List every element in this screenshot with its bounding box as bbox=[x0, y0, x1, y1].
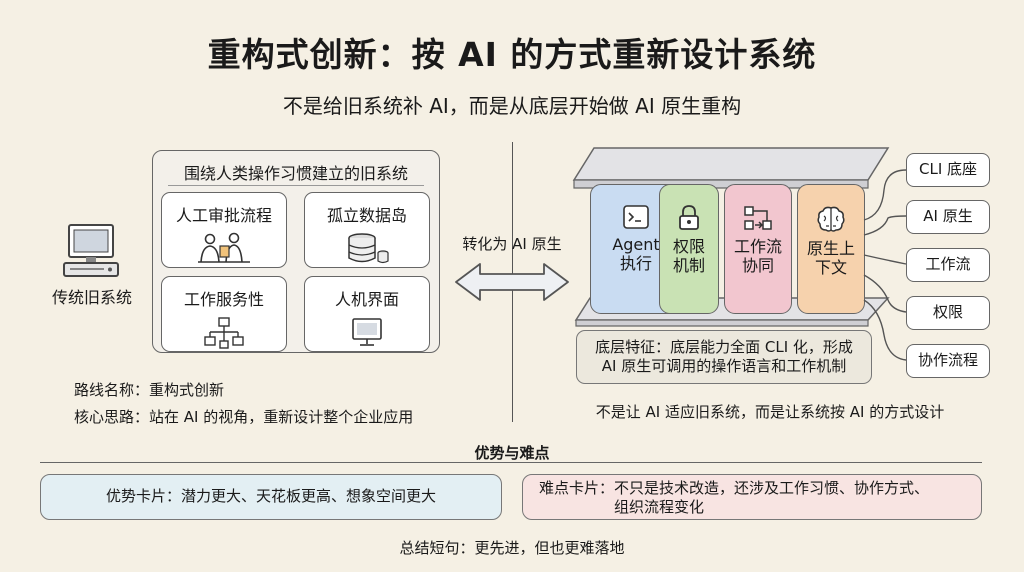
module-data-island: 孤立数据岛 bbox=[304, 192, 430, 268]
workflow-icon bbox=[744, 206, 772, 230]
module-work-service: 工作服务性 bbox=[161, 276, 287, 352]
side-label-workflow: 工作流 bbox=[906, 248, 990, 282]
section-divider bbox=[40, 462, 982, 463]
section-title: 优势与难点 bbox=[474, 444, 550, 462]
capability-native-context: 原生上 下文 bbox=[797, 184, 865, 314]
module-label: 人工审批流程 bbox=[175, 206, 272, 225]
module-label: 孤立数据岛 bbox=[326, 206, 407, 225]
capability-label-line1: 权限 bbox=[672, 237, 705, 256]
right-note: 不是让 AI 适应旧系统，而是让系统按 AI 的方式设计 bbox=[595, 403, 945, 421]
capability-label-line1: 工作流 bbox=[733, 237, 782, 256]
module-label: 工作服务性 bbox=[183, 290, 264, 309]
capability-label-line2: 协同 bbox=[741, 256, 774, 275]
legacy-panel-title: 围绕人类操作习惯建立的旧系统 bbox=[183, 164, 408, 183]
legacy-title-divider bbox=[168, 185, 424, 186]
module-human-interface: 人机界面 bbox=[304, 276, 430, 352]
bottom-feature-line1: 底层特征：底层能力全面 CLI 化，形成 bbox=[595, 338, 853, 356]
capability-label-line2: 执行 bbox=[619, 254, 652, 273]
bottom-feature-box: 底层特征：底层能力全面 CLI 化，形成 AI 原生可调用的操作语言和工作机制 bbox=[576, 330, 872, 384]
advantage-card: 优势卡片：潜力更大、天花板更高、想象空间更大 bbox=[40, 474, 502, 520]
difficulty-card: 难点卡片：不只是技术改造，还涉及工作习惯、协作方式、 组织流程变化 bbox=[522, 474, 982, 520]
page-title: 重构式创新：按 AI 的方式重新设计系统 bbox=[207, 35, 817, 74]
double-arrow-icon bbox=[455, 263, 569, 301]
side-label-cli-base: CLI 底座 bbox=[906, 153, 990, 187]
module-label: 人机界面 bbox=[334, 290, 399, 309]
capability-label-line1: Agent bbox=[612, 235, 660, 254]
difficulty-line2: 组织流程变化 bbox=[614, 498, 705, 516]
top-slab bbox=[572, 147, 890, 189]
side-label-collaboration: 协作流程 bbox=[906, 344, 990, 378]
difficulty-line1: 难点卡片：不只是技术改造，还涉及工作习惯、协作方式、 bbox=[539, 479, 930, 497]
page-subtitle: 不是给旧系统补 AI，而是从底层开始做 AI 原生重构 bbox=[282, 94, 742, 118]
transform-label: 转化为 AI 原生 bbox=[462, 235, 562, 253]
brain-icon bbox=[817, 206, 845, 232]
core-idea: 核心思路：站在 AI 的视角，重新设计整个企业应用 bbox=[74, 408, 414, 426]
capability-label-line1: 原生上 bbox=[806, 239, 855, 258]
database-icon bbox=[348, 233, 389, 264]
monitor-icon bbox=[352, 318, 382, 346]
capability-workflow: 工作流 协同 bbox=[724, 184, 792, 314]
capability-label-line2: 下文 bbox=[814, 258, 847, 277]
summary: 总结短句：更先进，但也更难落地 bbox=[399, 539, 625, 557]
side-label-ai-native: AI 原生 bbox=[906, 200, 990, 234]
computer-icon bbox=[63, 224, 119, 277]
lock-icon bbox=[679, 205, 699, 230]
side-connectors bbox=[863, 169, 907, 361]
people-approval-icon bbox=[198, 232, 250, 263]
terminal-icon bbox=[623, 205, 649, 229]
capability-permission: 权限 机制 bbox=[659, 184, 719, 314]
module-manual-approval: 人工审批流程 bbox=[161, 192, 287, 268]
side-label-permission: 权限 bbox=[906, 296, 990, 330]
legacy-system-label: 传统旧系统 bbox=[51, 288, 132, 307]
route-name: 路线名称：重构式创新 bbox=[74, 381, 225, 399]
bottom-feature-line2: AI 原生可调用的操作语言和工作机制 bbox=[601, 357, 847, 375]
org-chart-icon bbox=[204, 317, 244, 349]
capability-label-line2: 机制 bbox=[672, 256, 705, 275]
